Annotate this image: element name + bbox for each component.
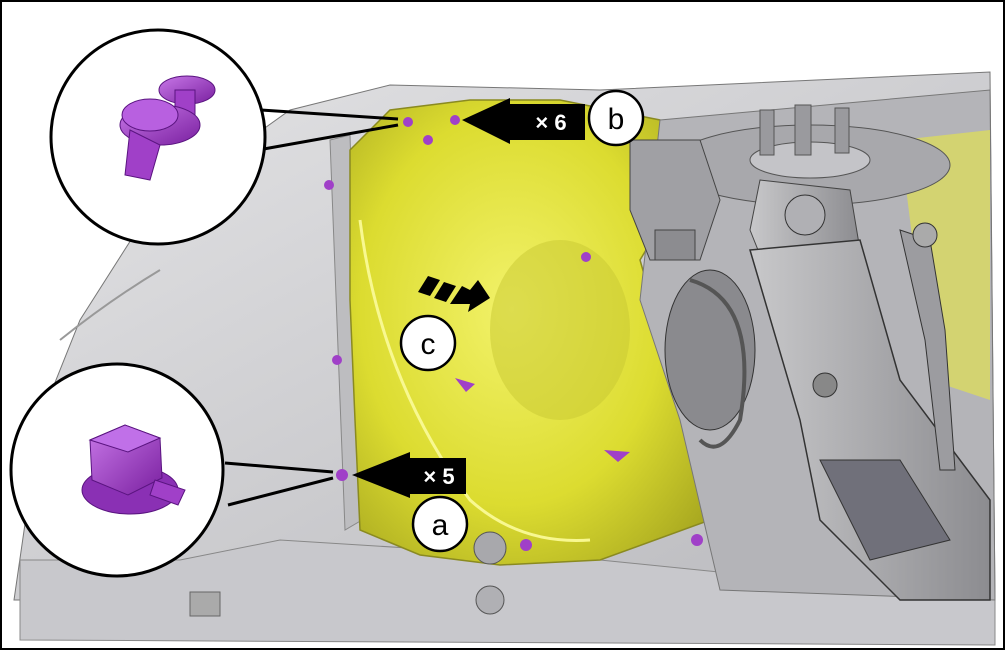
wheel-stud [759,109,775,156]
fastener-bolt [520,539,532,551]
callout-b-arrow [462,98,585,144]
callout-circle-b [587,89,645,147]
wheel-stud [794,104,812,156]
leader-lines [224,108,399,507]
fastener-markers [324,115,703,551]
wheel-stud [834,107,850,154]
callout-circle-a [411,495,469,553]
leader-line-b-top [260,108,399,121]
callout-letter-a: a [432,509,449,542]
caliper-piston [654,229,696,261]
callout-circle-c [399,314,457,372]
detail-circle-hex-bolt [9,362,225,578]
fastener-clip [423,135,433,145]
hex-bolt-icon [81,424,186,515]
leader-line-b-bottom [257,123,399,152]
fastener-clip [403,117,413,127]
fastener-bolt [336,469,348,481]
fastener-clip [455,378,475,392]
pointer-arrow-a [352,452,466,498]
arm-cutout [819,459,951,561]
fastener-clip [332,355,342,365]
sill-tab [189,591,221,617]
direction-arrow-icon [418,276,490,312]
callout-letter-c: c [421,328,436,361]
count-label-a: × 5 [423,464,454,489]
fastener-clip [604,450,630,462]
callout-a-arrow [352,452,466,498]
lower-bolt [473,531,507,565]
fastener-clip [324,180,334,190]
fastener-clip [581,252,591,262]
detail-circle-push-clip [49,28,267,246]
fastener-clip [450,115,460,125]
push-clip-icon [119,75,216,181]
tie-rod-end [912,222,938,248]
brake-hose [689,278,747,449]
callout-letter-b: b [608,103,625,136]
fastener-bolt [691,534,703,546]
brake-caliper [629,139,721,261]
pointer-arrow-b [462,98,585,144]
leader-line-a-bottom [227,476,334,507]
knuckle-bolt [784,194,826,236]
leader-line-a-top [224,461,334,474]
count-label-b: × 6 [535,110,566,135]
liner-rear [900,130,990,400]
liner-shadow [490,240,630,420]
arm-hole [812,372,838,398]
lower-bolt [475,585,505,615]
panel-crease [59,269,161,341]
